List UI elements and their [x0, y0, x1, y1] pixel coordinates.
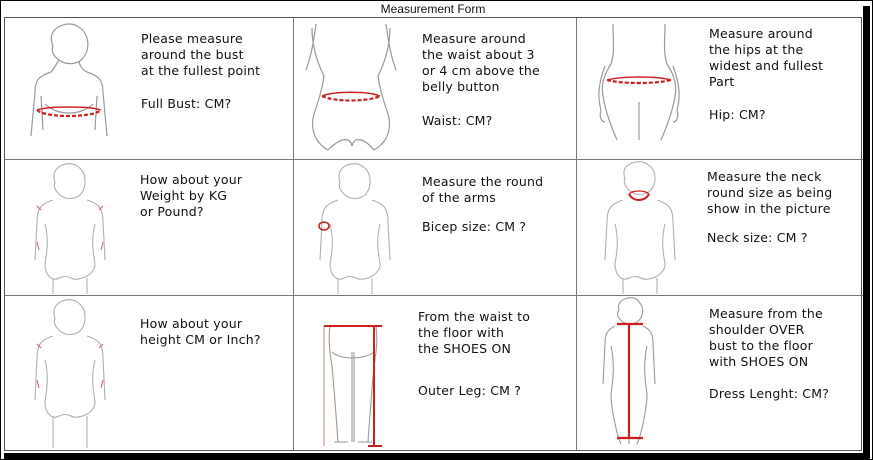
outer-leg-label: Outer Leg: CM ?	[418, 383, 522, 398]
outer-leg-figure-illustration	[323, 325, 382, 447]
bust-figure-illustration	[30, 23, 108, 137]
cell-neck: Measure the neck round size as being sho…	[577, 160, 863, 296]
neck-instruction: Measure the neck round size as being sho…	[707, 169, 833, 216]
weight-figure-illustration	[34, 163, 106, 294]
cell-dress-length: Measure from the shoulder OVER bust to t…	[577, 296, 863, 450]
form-title: Measurement Form	[380, 2, 486, 16]
dress-length-label: Dress Lenght: CM?	[709, 386, 830, 401]
neck-figure-illustration	[604, 161, 676, 294]
cell-weight: How about your Weight by KG or Pound?	[5, 160, 294, 296]
cell-height: How about your height CM or Inch?	[5, 296, 294, 450]
waist-label: Waist: CM?	[422, 113, 493, 128]
weight-instruction: How about your Weight by KG or Pound?	[140, 172, 243, 219]
height-figure-illustration	[34, 299, 106, 448]
bust-label: Full Bust: CM?	[141, 96, 232, 111]
cell-waist: Measure around the waist about 3 or 4 cm…	[294, 18, 577, 160]
cell-full-bust: Please measure around the bust at the fu…	[5, 18, 294, 160]
hip-figure-illustration	[598, 23, 680, 141]
hip-label: Hip: CM?	[709, 107, 766, 122]
frame-shadow-right	[863, 6, 870, 459]
cell-outer-leg: From the waist to the floor with the SHO…	[294, 296, 577, 450]
bicep-figure-illustration	[318, 163, 391, 294]
bicep-instruction: Measure the round of the arms	[422, 174, 544, 205]
outer-leg-instruction: From the waist to the floor with the SHO…	[418, 309, 531, 356]
hip-instruction: Measure around the hips at the widest an…	[709, 26, 824, 89]
dress-length-figure-illustration	[602, 297, 656, 445]
waist-figure-illustration	[305, 23, 397, 151]
height-instruction: How about your height CM or Inch?	[140, 316, 261, 347]
cell-hip: Measure around the hips at the widest an…	[577, 18, 863, 160]
frame-shadow-bottom	[4, 453, 870, 459]
bust-instruction: Please measure around the bust at the fu…	[141, 31, 261, 78]
neck-label: Neck size: CM ?	[707, 230, 808, 245]
cell-bicep: Measure the round of the arms Bicep size…	[294, 160, 577, 296]
waist-instruction: Measure around the waist about 3 or 4 cm…	[422, 31, 540, 94]
dress-length-instruction: Measure from the shoulder OVER bust to t…	[709, 306, 823, 369]
measurement-grid: Please measure around the bust at the fu…	[4, 17, 863, 451]
bicep-label: Bicep size: CM ?	[422, 219, 527, 234]
